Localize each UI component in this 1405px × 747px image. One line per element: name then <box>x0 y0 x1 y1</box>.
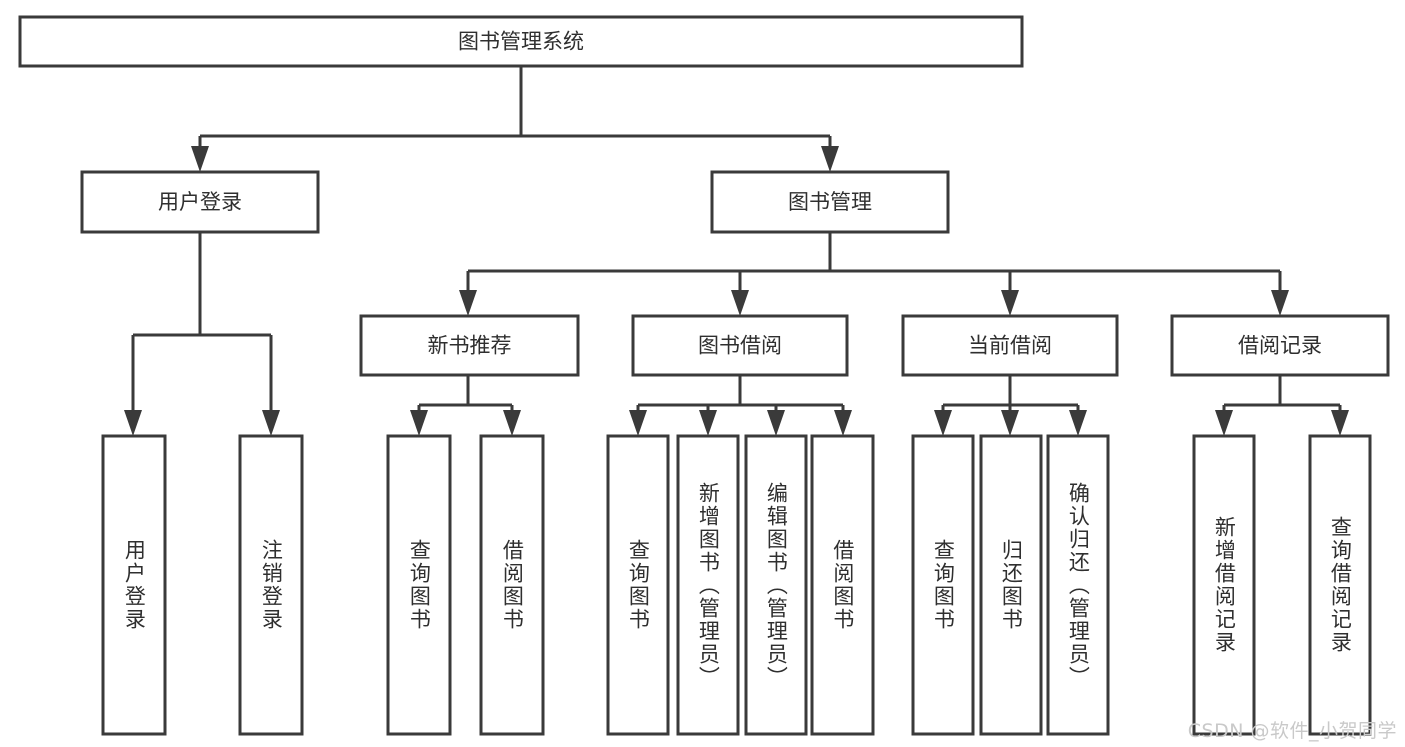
connector-layer <box>124 66 1349 436</box>
node-level2-2[interactable] <box>901 314 1119 377</box>
node-box-layer <box>18 15 1390 736</box>
arrow-head-icon <box>459 290 477 316</box>
watermark-text: CSDN @软件_小贺同学 <box>1187 720 1397 742</box>
node-level2-label-3: 借阅记录 <box>1238 334 1322 358</box>
arrow-head-icon <box>699 410 717 436</box>
arrow-head-icon <box>1001 290 1019 316</box>
node-leaf-12[interactable] <box>1308 434 1372 736</box>
arrow-head-icon <box>1069 410 1087 436</box>
node-level2-label-1: 图书借阅 <box>698 334 782 358</box>
arrow-head-icon <box>1001 410 1019 436</box>
node-leaf-6[interactable] <box>744 434 808 736</box>
node-leaf-7[interactable] <box>810 434 875 736</box>
node-level2-label-0: 新书推荐 <box>428 334 512 358</box>
node-level2-0[interactable] <box>359 314 580 377</box>
arrow-head-icon <box>262 410 280 436</box>
arrow-head-icon <box>1331 410 1349 436</box>
arrow-head-icon <box>934 410 952 436</box>
node-level1-label-1: 图书管理 <box>788 190 872 214</box>
arrow-head-icon <box>1271 290 1289 316</box>
node-level2-3[interactable] <box>1170 314 1390 377</box>
node-leaf-8[interactable] <box>911 434 975 736</box>
node-leaf-3[interactable] <box>479 434 545 736</box>
arrow-head-icon <box>629 410 647 436</box>
node-leaf-0[interactable] <box>101 434 167 736</box>
node-level1-1[interactable] <box>710 170 950 234</box>
arrow-head-icon <box>503 410 521 436</box>
node-root[interactable] <box>18 15 1024 68</box>
node-leaf-11[interactable] <box>1192 434 1256 736</box>
arrow-head-icon <box>731 290 749 316</box>
arrow-head-icon <box>124 410 142 436</box>
arrow-head-icon <box>834 410 852 436</box>
node-leaf-4[interactable] <box>606 434 670 736</box>
arrow-head-icon <box>767 410 785 436</box>
node-leaf-9[interactable] <box>979 434 1043 736</box>
node-root-label: 图书管理系统 <box>458 30 584 54</box>
node-level1-label-0: 用户登录 <box>158 190 242 214</box>
arrow-head-icon <box>1215 410 1233 436</box>
arrow-head-icon <box>821 146 839 172</box>
arrow-head-icon <box>410 410 428 436</box>
node-level2-1[interactable] <box>631 314 849 377</box>
node-level2-label-2: 当前借阅 <box>968 334 1052 358</box>
node-leaf-5[interactable] <box>676 434 740 736</box>
arrow-head-icon <box>191 146 209 172</box>
node-level1-0[interactable] <box>80 170 320 234</box>
node-leaf-2[interactable] <box>386 434 452 736</box>
node-leaf-1[interactable] <box>238 434 304 736</box>
node-leaf-10[interactable] <box>1046 434 1110 736</box>
